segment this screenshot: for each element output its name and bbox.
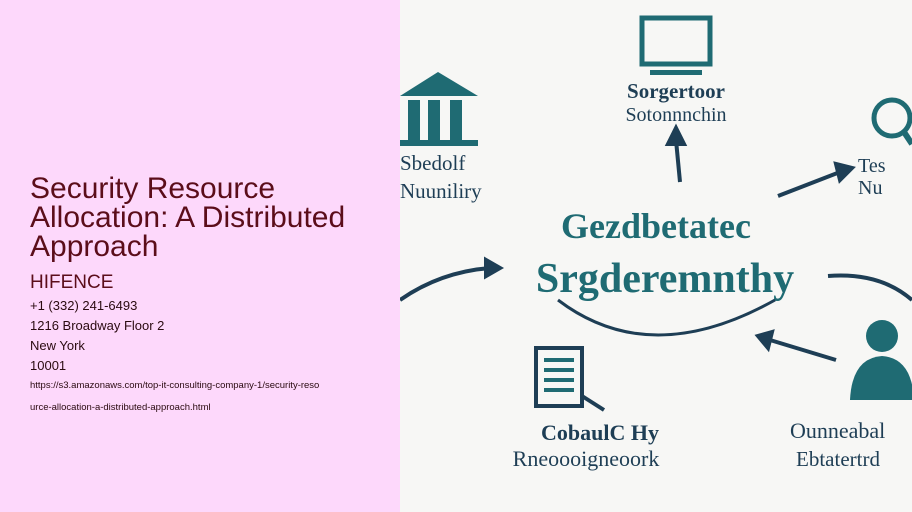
company-name: HIFENCE — [30, 272, 114, 293]
illustration: Sorgertoor Sotonnnchin Sbedolf Nuuniliry… — [400, 0, 912, 512]
left-label-1: Sbedolf — [400, 151, 465, 175]
url-line-2[interactable]: urce-allocation-a-distributed-approach.h… — [30, 402, 211, 413]
person-icon — [850, 320, 912, 400]
top-label-1: Sorgertoor — [627, 79, 725, 103]
top-label-2: Sotonnnchin — [625, 104, 726, 126]
phone-number: +1 (332) 241-6493 — [30, 298, 138, 313]
bottom-right-label-2: Ebtatertrd — [796, 447, 880, 471]
document-icon — [534, 346, 606, 412]
right-label-1: Tes — [858, 155, 886, 177]
shield-search-icon — [871, 97, 912, 146]
page-title: Security Resource Allocation: A Distribu… — [30, 172, 346, 263]
left-label-2: Nuuniliry — [400, 179, 482, 203]
bottom-left-label-1: CobaulC Hy — [541, 420, 659, 445]
monitor-icon — [639, 15, 713, 75]
right-label-2: Nu — [858, 177, 882, 199]
city: New York — [30, 338, 85, 353]
arrows — [400, 123, 912, 362]
zip-code: 10001 — [30, 358, 67, 373]
center-label-1: Gezdbetatec — [561, 206, 751, 246]
bottom-right-label-1: Ounneabal — [790, 418, 885, 443]
info-panel: Security Resource Allocation: A Distribu… — [0, 0, 400, 512]
bottom-left-label-2: Rneoooigneoork — [513, 446, 660, 471]
bank-icon — [400, 72, 478, 146]
center-label-2: Srgderemnthy — [536, 256, 794, 302]
url-line-1[interactable]: https://s3.amazonaws.com/top-it-consulti… — [30, 380, 320, 391]
address-line: 1216 Broadway Floor 2 — [30, 318, 165, 333]
